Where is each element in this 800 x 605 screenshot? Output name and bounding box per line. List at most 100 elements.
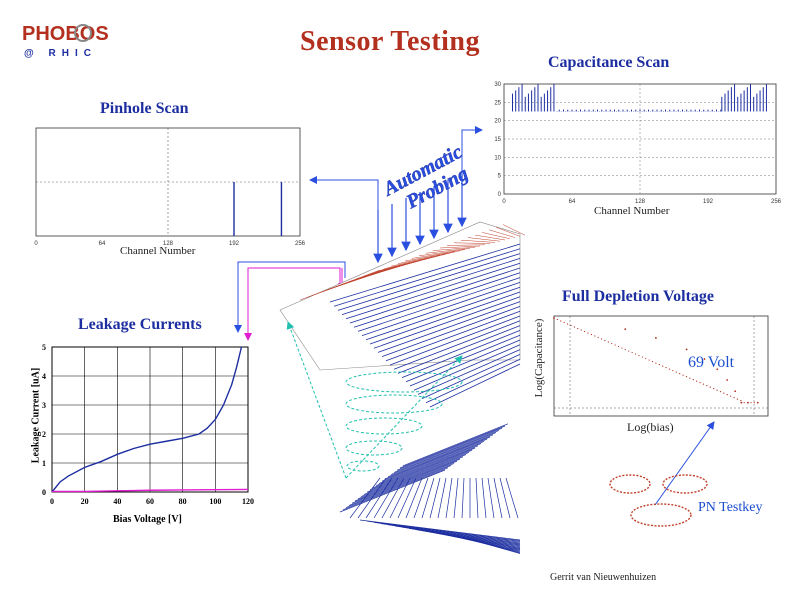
capacitance-x-tick: 192 <box>703 199 714 205</box>
wafer-trace <box>446 244 486 246</box>
pad-strip <box>445 477 453 519</box>
wafer-trace <box>397 252 451 264</box>
depletion-point <box>583 330 586 333</box>
capacitance-xlabel: Channel Number <box>594 205 670 217</box>
wafer-strip <box>393 320 521 370</box>
wafer-strip <box>397 325 521 374</box>
pad-strip <box>429 477 441 519</box>
pinhole-xlabel: Channel Number <box>120 245 196 257</box>
pad-strip <box>402 423 509 467</box>
arrow-to-capacitance <box>461 126 483 172</box>
pad-strip <box>378 441 485 484</box>
wafer-strip <box>421 354 521 399</box>
pad-strip <box>372 445 479 489</box>
depletion-point <box>587 332 589 334</box>
depletion-point <box>553 317 555 319</box>
leakage-currents-title: Leakage Currents <box>78 316 202 333</box>
pad-strip <box>387 434 494 478</box>
wafer-strip <box>333 248 521 307</box>
pad-strip <box>464 537 521 554</box>
wafer-trace <box>411 250 461 259</box>
wafer-strip <box>365 286 521 341</box>
wafer-strip <box>401 330 521 378</box>
depletion-point <box>733 397 735 399</box>
depletion-point <box>719 391 722 393</box>
wafer-strip <box>337 253 521 311</box>
leakage-x-tick: 80 <box>179 497 187 506</box>
depletion-point <box>631 351 633 354</box>
depletion-point <box>624 328 627 330</box>
page-title: Sensor Testing <box>300 26 480 57</box>
depletion-point <box>743 402 745 404</box>
depletion-voltage-label: 69 Volt <box>688 354 735 371</box>
pinhole-x-tick: 0 <box>34 241 38 247</box>
pad-strip <box>475 477 479 519</box>
wafer-trace <box>488 229 516 238</box>
depletion-point <box>753 402 756 404</box>
depletion-point <box>685 375 688 378</box>
pad-strip <box>397 477 417 519</box>
depletion-point <box>607 341 609 343</box>
wafer-strip <box>329 243 521 303</box>
depletion-point <box>756 401 759 404</box>
pad-strip <box>381 477 405 519</box>
depletion-point <box>730 395 732 397</box>
wafer-trace <box>453 242 491 244</box>
depletion-point <box>658 363 660 366</box>
depletion-point <box>563 321 565 324</box>
depletion-point <box>655 337 657 339</box>
pad-strip <box>384 436 491 480</box>
pad-strip <box>481 477 487 519</box>
leakage-x-tick: 100 <box>209 497 221 506</box>
pad-strip <box>405 477 423 519</box>
depletion-point <box>597 336 599 339</box>
wafer-strip <box>357 277 521 332</box>
depletion-point <box>560 320 562 322</box>
wafer-strip <box>405 334 521 383</box>
wafer-strip <box>385 310 521 362</box>
wafer-sensor <box>279 221 526 408</box>
depletion-point <box>570 324 572 327</box>
capacitance-x-tick: 0 <box>502 199 506 205</box>
depletion-point <box>611 342 613 345</box>
wafer-trace <box>439 245 481 249</box>
pad-strip <box>345 465 452 508</box>
capacitance-y-tick: 5 <box>498 174 502 180</box>
depletion-point <box>662 365 664 367</box>
pad-strip <box>390 432 497 475</box>
wafer-strip <box>373 296 521 349</box>
arrow-to-pn-testkey <box>654 421 715 506</box>
capacitance-x-tick: 256 <box>771 199 782 205</box>
depletion-plot-frame <box>553 315 769 417</box>
phobos-logo: PHOBOS @ RHIC <box>20 18 130 67</box>
depletion-point <box>709 386 711 388</box>
depletion-point <box>685 348 688 351</box>
depletion-point <box>713 388 715 390</box>
arrow-to-pinhole <box>309 176 379 238</box>
depletion-point <box>740 400 742 402</box>
pad-strip <box>369 447 476 491</box>
pad-strip <box>461 477 465 519</box>
pinhole-scan-title: Pinhole Scan <box>100 100 189 117</box>
wafer-strip <box>361 282 521 336</box>
depletion-point <box>736 398 739 400</box>
leakage-y-tick: 5 <box>42 343 46 352</box>
depletion-chart <box>548 312 778 429</box>
depletion-point <box>566 323 569 325</box>
leakage-y-tick: 1 <box>42 459 46 468</box>
depletion-point <box>726 379 729 381</box>
depletion-point <box>740 401 743 404</box>
arrow-magenta-leakage <box>244 267 341 341</box>
leakage-x-tick: 0 <box>50 497 54 506</box>
depletion-point <box>641 356 643 358</box>
wafer-trace <box>432 246 476 251</box>
depletion-point <box>556 318 558 321</box>
depletion-point <box>668 368 671 370</box>
depletion-point <box>614 344 616 346</box>
depletion-point <box>634 353 637 355</box>
pad-strip <box>351 460 458 504</box>
wafer-strip <box>341 258 521 315</box>
wafer-trace <box>460 239 496 243</box>
